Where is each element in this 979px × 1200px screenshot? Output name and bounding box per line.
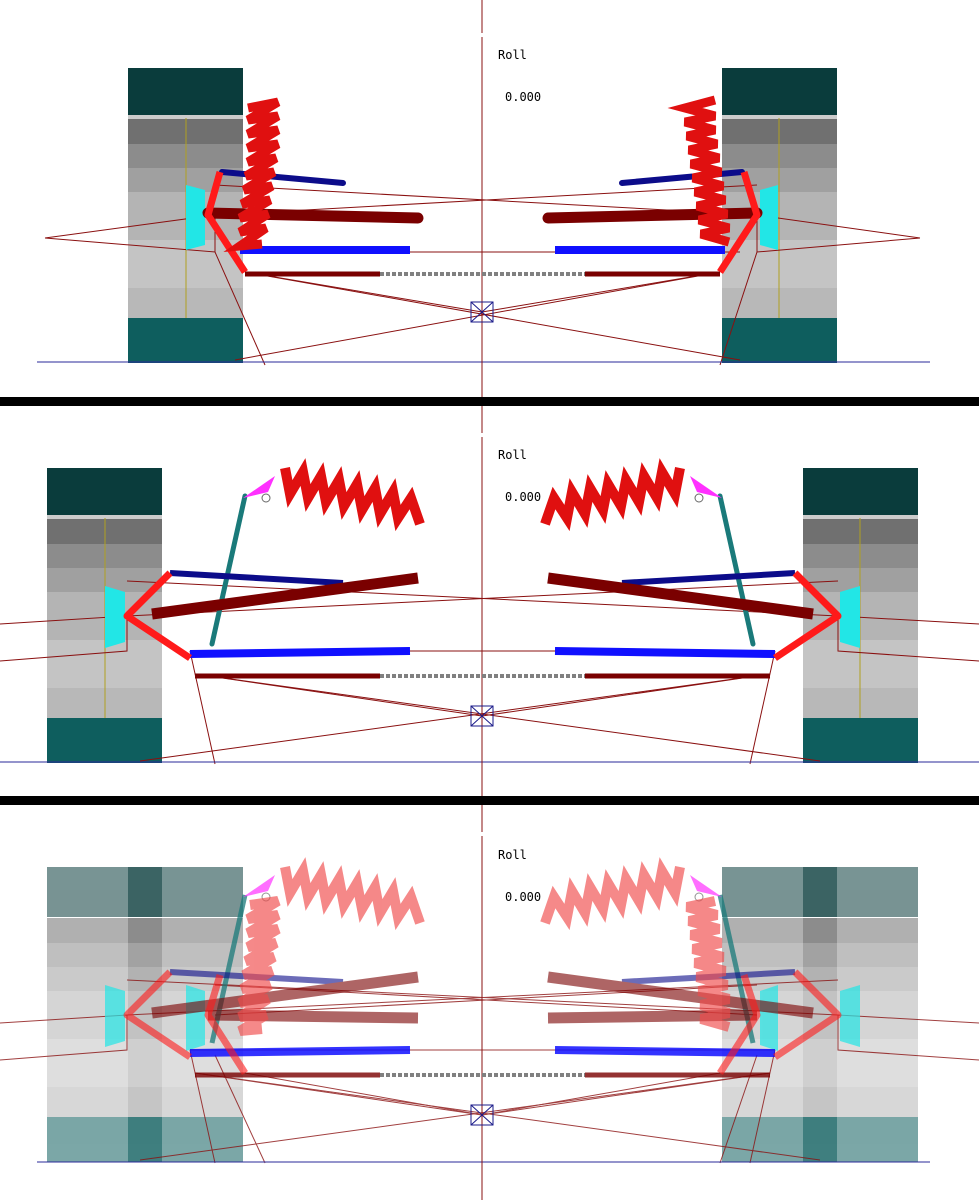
rocker-right [690,476,722,503]
upright-right [760,185,778,250]
coil-spring-right [667,95,731,247]
roll-center-marker-icon [470,1104,494,1126]
coil-spring-left [280,458,425,532]
roll-readout-top: Roll 0.000 [498,20,541,132]
viewport-middle[interactable] [0,406,979,802]
coil-spring-right [540,458,685,532]
upright-right [840,586,860,648]
roll-center-marker-icon [470,301,494,323]
upper-wishbone [151,570,814,620]
roll-center-marker-icon [470,705,494,727]
steering-arm-right [773,570,842,661]
viewport-top[interactable] [0,0,979,400]
coil-springs [237,857,731,1036]
roll-readout-middle: Roll 0.000 [498,420,541,532]
tire-right [722,68,837,363]
roll-label: Roll [498,448,527,462]
upright-left [186,185,205,250]
steering-arms [123,969,842,1075]
roll-value: 0.000 [505,90,542,104]
steering-arm-right [717,170,761,274]
viewport-separator [0,397,979,406]
roll-label: Roll [498,848,527,862]
pushrods [209,493,756,647]
tire-left [128,68,243,363]
lower-arms [240,246,725,277]
viewport-bottom[interactable] [0,805,979,1200]
roll-value: 0.000 [505,490,542,504]
tire-right [803,468,918,763]
tire-left [47,468,162,763]
roll-readout-bottom: Roll 0.000 [498,820,541,932]
roll-value: 0.000 [505,890,542,904]
coil-spring-left [223,97,281,253]
rocker-left [243,476,275,503]
viewport-separator [0,796,979,805]
upright-left [105,586,125,648]
lower-arms [189,647,776,679]
steering-arm-left [204,171,248,274]
roll-label: Roll [498,48,527,62]
steering-arm-left [123,570,192,661]
rockers [243,875,722,902]
lower-arms [189,1046,776,1078]
